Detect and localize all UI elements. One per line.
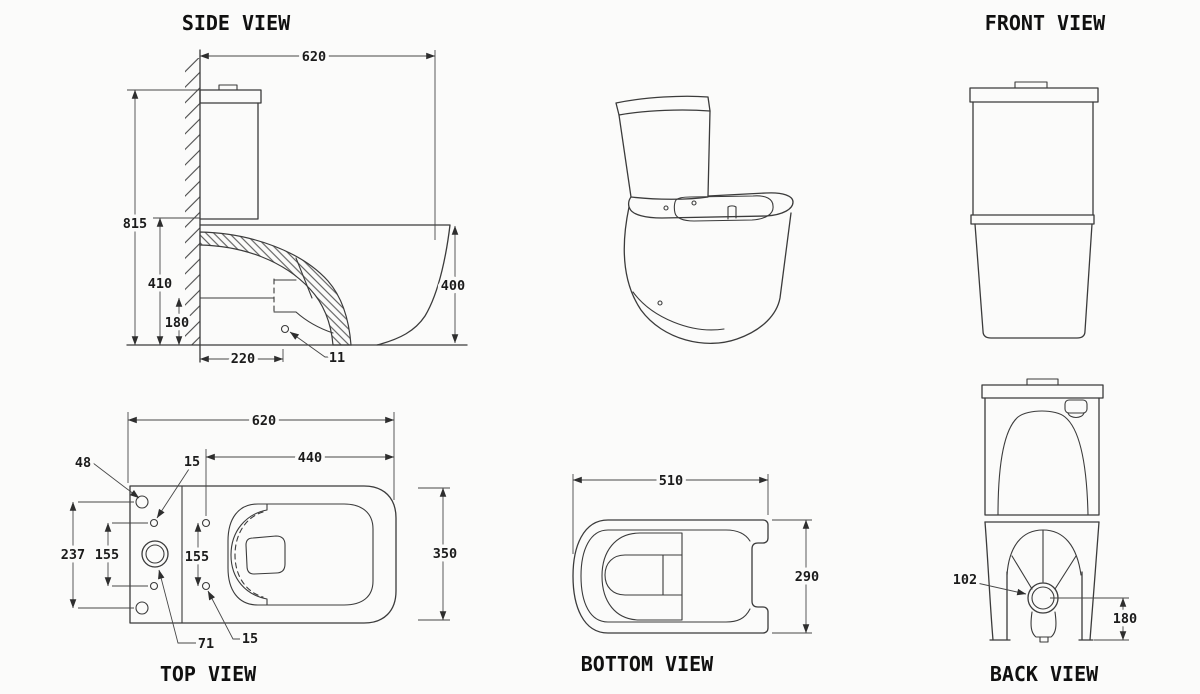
persp-cistern-body — [618, 110, 711, 200]
side-view-title: SIDE VIEW — [182, 11, 291, 35]
cistern-lid — [199, 89, 262, 104]
front-view-title: FRONT VIEW — [985, 11, 1106, 35]
bottom-view-drawing — [572, 519, 769, 634]
cistern-lid — [969, 87, 1099, 103]
dim-15-top: 15 — [184, 454, 200, 470]
trap-converge-lines — [1011, 529, 1077, 590]
back-view-dimensions: 102 180 — [949, 569, 1141, 641]
leader-line-11 — [289, 331, 343, 358]
persp-side-cap — [657, 300, 663, 306]
top-view: TOP VIEW 620 440 48 — [57, 410, 460, 687]
persp-hinge-hole — [691, 200, 697, 206]
base-ring-inner — [580, 529, 751, 623]
fixing-hole — [135, 601, 149, 615]
leader-line-15-bottom — [207, 590, 240, 640]
cistern-lid — [981, 384, 1104, 399]
inlet-hole — [1064, 399, 1088, 414]
seat-band — [970, 214, 1095, 225]
dim-48: 48 — [75, 455, 91, 471]
dim-350: 350 — [433, 546, 457, 562]
cistern-body — [984, 397, 1100, 523]
leader-line-71 — [158, 569, 196, 644]
flush-button — [1026, 378, 1059, 386]
dim-15-bottom: 15 — [242, 631, 258, 647]
persp-flush-valve — [727, 205, 737, 220]
back-view-drawing — [981, 378, 1104, 643]
top-view-title: TOP VIEW — [160, 662, 257, 686]
fixing-hole-small — [149, 518, 159, 528]
fixing-hole-small — [149, 581, 159, 591]
front-view: FRONT VIEW — [969, 11, 1106, 339]
bottom-view-dimensions: 510 290 — [572, 470, 823, 634]
dim-71: 71 — [198, 636, 214, 652]
fixing-hole-small — [201, 518, 211, 528]
sump-outline — [601, 532, 683, 621]
bowl-left-arc — [230, 503, 268, 606]
outlet-spigot-detail — [273, 257, 334, 334]
dim-290: 290 — [795, 569, 819, 585]
fixing-hole — [135, 495, 149, 509]
pan-sides — [984, 521, 1100, 641]
dim-220: 220 — [231, 351, 255, 367]
dim-102: 102 — [953, 572, 977, 588]
back-view-title: BACK VIEW — [990, 662, 1099, 686]
pan-legs — [989, 571, 1094, 641]
persp-hinge-hole — [663, 205, 669, 211]
front-view-drawing — [969, 81, 1099, 339]
leader-line-102 — [976, 582, 1027, 596]
inlet-hole-curve — [1067, 412, 1085, 419]
pan-body — [974, 223, 1093, 339]
dim-620: 620 — [252, 413, 276, 429]
persp-bowl-opening — [673, 195, 774, 222]
side-view: SIDE VIEW 620 815 410 — [119, 11, 468, 371]
cistern-body — [972, 101, 1094, 216]
flush-button — [218, 84, 238, 91]
dim-11: 11 — [329, 350, 345, 366]
trap-bottle — [1030, 611, 1057, 643]
bowl-waterline-dashed — [234, 511, 264, 598]
dim-237: 237 — [61, 547, 85, 563]
dim-180: 180 — [1113, 611, 1137, 627]
flush-button — [1014, 81, 1048, 89]
leader-line-48 — [92, 462, 140, 499]
persp-cistern-lid — [615, 95, 711, 116]
bottom-view: BOTTOM VIEW 510 290 — [572, 470, 823, 676]
cistern-body — [199, 102, 259, 220]
footprint-outline — [129, 485, 397, 624]
side-view-dimensions: 620 815 410 180 400 220 11 — [119, 46, 468, 371]
leader-line-15-top — [156, 468, 190, 519]
dim-510: 510 — [659, 473, 683, 489]
dim-410: 410 — [148, 276, 172, 292]
trapway-hatched-band — [199, 231, 352, 346]
dim-155-mid: 155 — [185, 549, 209, 565]
inlet-hole-outer — [141, 540, 169, 568]
sump-hole — [245, 535, 286, 575]
seat-ring-inner — [227, 503, 374, 606]
side-view-drawing — [126, 49, 468, 363]
dim-620: 620 — [302, 49, 326, 65]
cistern-back-dome — [997, 410, 1089, 516]
top-view-dimensions: 620 440 48 15 237 155 155 350 71 15 — [57, 410, 460, 656]
top-view-drawing — [129, 485, 397, 624]
outlet-pocket — [604, 554, 683, 596]
persp-body-silhouette — [623, 206, 792, 344]
inlet-hole-inner — [145, 544, 165, 564]
dim-440: 440 — [298, 450, 322, 466]
base-outline — [572, 519, 769, 634]
fixing-hole-small — [201, 581, 211, 591]
dim-155-left: 155 — [95, 547, 119, 563]
fixing-hole-circle — [280, 324, 290, 334]
dim-180: 180 — [165, 315, 189, 331]
back-view: BACK VIEW 102 180 — [949, 378, 1141, 686]
wall-hatch — [185, 58, 200, 345]
dim-400: 400 — [441, 278, 465, 294]
bottom-view-title: BOTTOM VIEW — [581, 652, 714, 676]
seat-and-bowl-profile — [199, 224, 451, 346]
persp-base-contour — [632, 291, 725, 331]
bowl-arch — [1006, 529, 1082, 576]
dim-815: 815 — [123, 216, 147, 232]
perspective-view — [615, 95, 794, 344]
